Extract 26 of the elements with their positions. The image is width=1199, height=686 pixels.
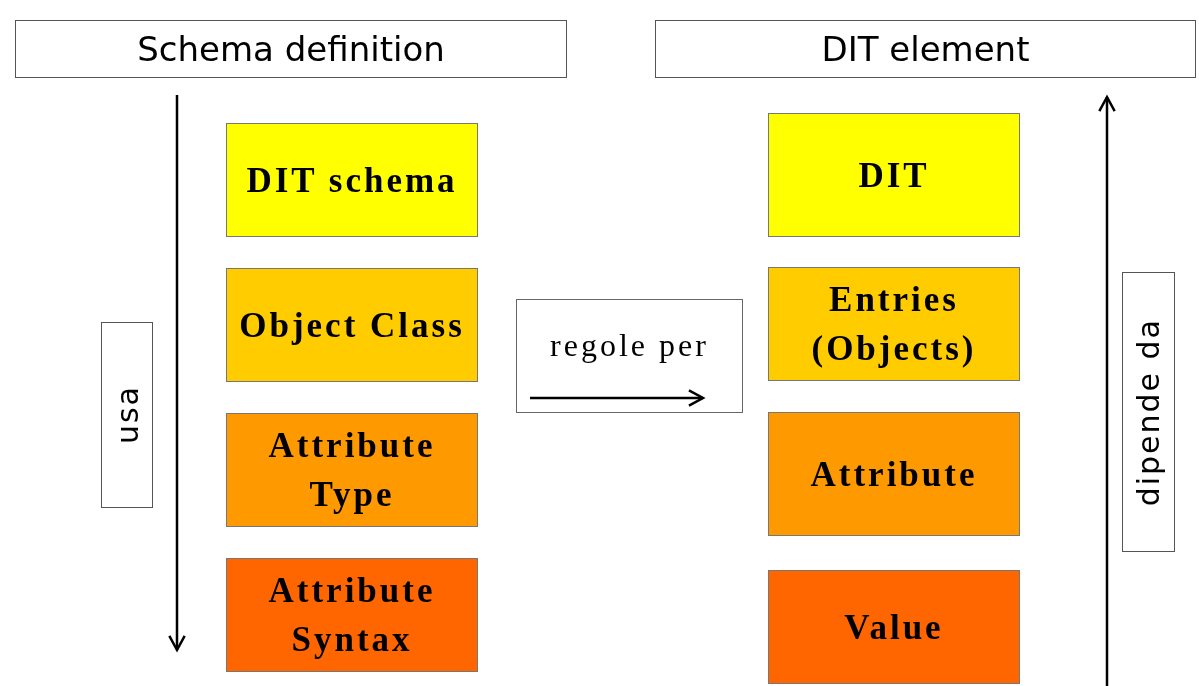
schema-box (226, 123, 478, 237)
element-box (768, 267, 1020, 381)
schema-box (226, 268, 478, 382)
header-box (15, 20, 567, 78)
box-text: usa (109, 385, 145, 445)
schema-box (226, 413, 478, 527)
box-text: regole per (550, 326, 709, 366)
header-box (655, 20, 1196, 78)
box-text: DIT schema (246, 159, 458, 202)
box-text: Attribute Syntax (267, 570, 437, 661)
element-box (768, 113, 1020, 237)
box-text: DIT element (821, 29, 1030, 69)
box-text: DIT (858, 154, 930, 197)
box-text: dipende da (1131, 317, 1166, 507)
label-box (1122, 272, 1175, 552)
label-box (516, 299, 743, 413)
element-box (768, 570, 1020, 684)
box-text: Object Class (239, 304, 465, 347)
box-text: Attribute Type (267, 425, 437, 516)
box-text: Value (844, 606, 944, 649)
element-box (768, 412, 1020, 536)
box-text: Attribute (810, 453, 978, 496)
box-text: Schema definition (137, 29, 445, 69)
label-box (101, 322, 153, 508)
box-text: Entries (Objects) (810, 279, 978, 370)
schema-box (226, 558, 478, 672)
